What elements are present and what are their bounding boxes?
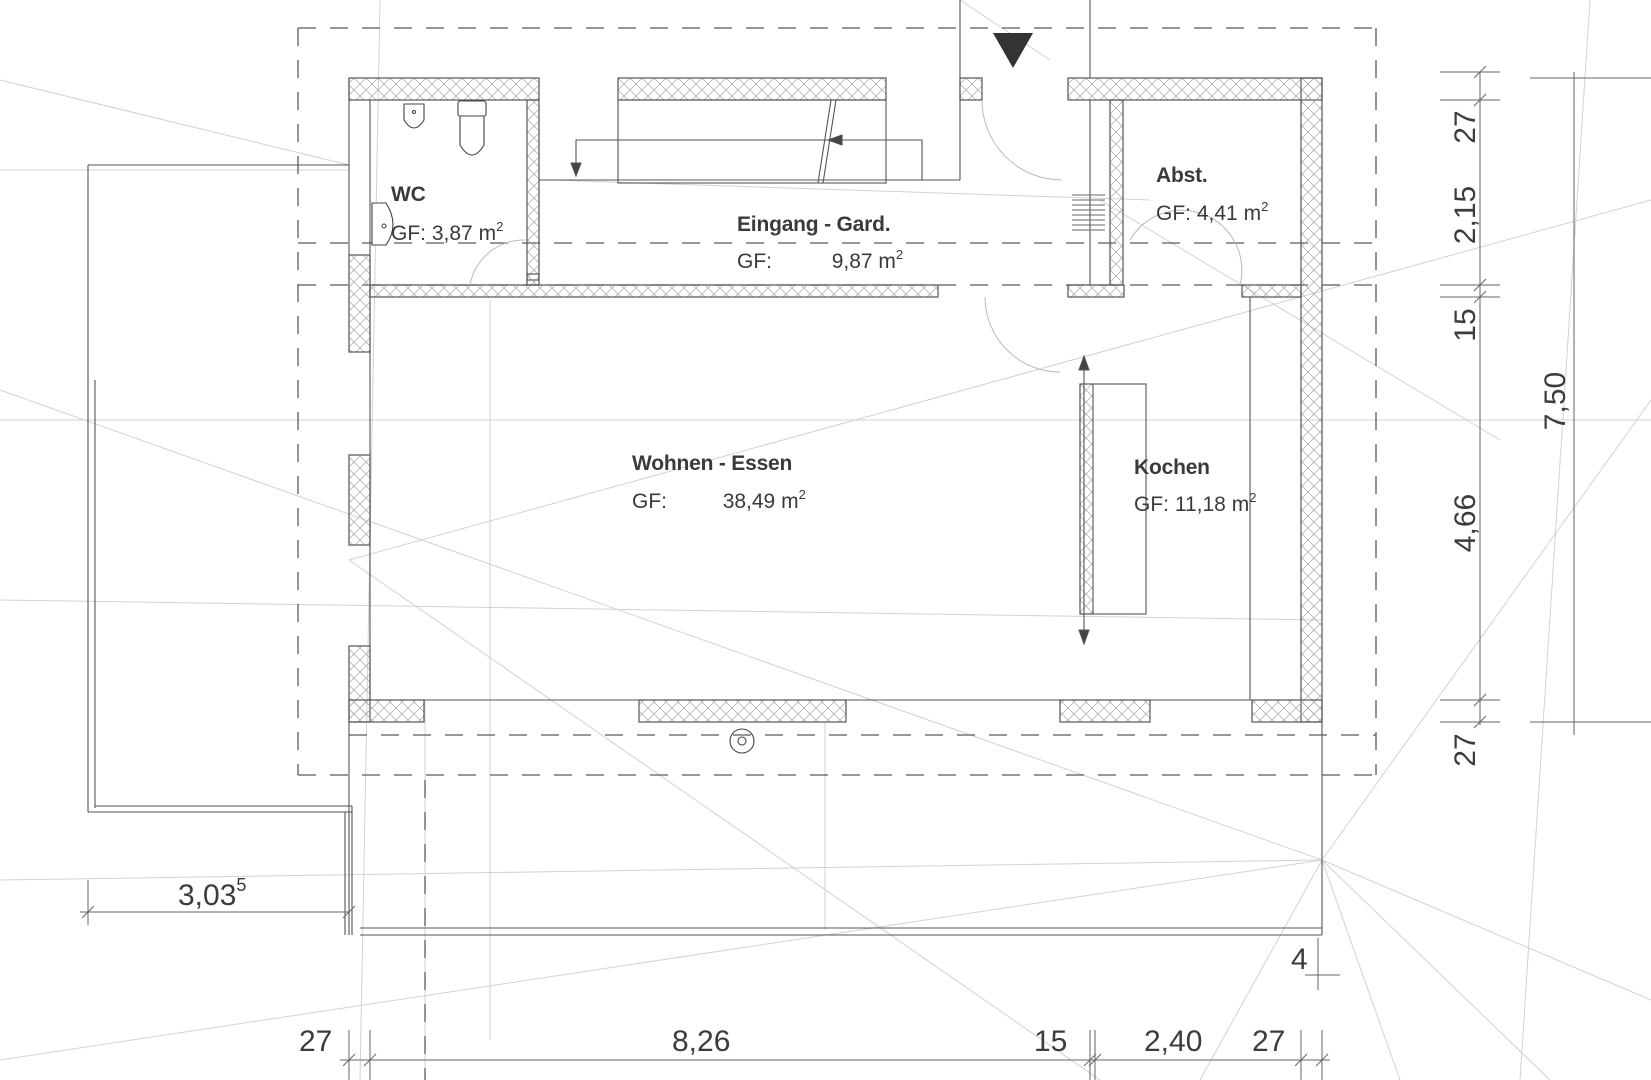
room-name-kochen: Kochen [1134,456,1210,479]
dimension-lines [80,71,1651,1080]
dim-bottom-living: 8,26 [672,1025,731,1058]
inner-lines [87,0,1323,936]
room-area-eingang: GF: 9,87 m2 [737,247,904,273]
door-swings [469,99,1243,373]
dim-bottom-wall-left: 27 [299,1025,333,1058]
room-label-wc: WC [391,183,426,207]
urinal-icon [403,103,425,129]
wardrobe [570,99,923,184]
room-name-wohnen: Wohnen - Essen [632,452,793,475]
room-area-wohnen: GF: 38,49 m2 [632,487,806,513]
dim-right-top-wall: 27 [1449,110,1482,144]
dim-terrace-offset: 4 [1291,943,1308,976]
entrance-triangle-icon [993,33,1033,68]
dim-left-deck: 3,035 [178,875,247,912]
room-area-kochen: GF: 11,18 m2 [1134,490,1257,516]
dim-bottom-kitchen: 2,40 [1144,1025,1203,1058]
dim-bottom-wall-right: 27 [1252,1025,1286,1058]
drain-icon [729,728,755,754]
room-name-eingang: Eingang - Gard. [737,213,891,236]
walls [348,77,1323,723]
toilet-tank-icon [457,100,487,117]
toilet-bowl-icon [459,115,485,156]
room-area-abst: GF: 4,41 m2 [1156,199,1269,225]
room-area-wc: GF: 3,87 m2 [391,219,504,245]
dim-right-bottom-wall: 27 [1449,733,1482,767]
dim-right-living: 4,66 [1449,493,1482,553]
room-name-abst: Abst. [1156,164,1208,187]
dashed-outline [297,27,1377,1080]
dim-right-entrance: 2,15 [1449,185,1482,245]
wc-fixtures [371,100,487,246]
dim-right-total: 7,50 [1539,371,1572,431]
dim-bottom-partition: 15 [1034,1025,1068,1058]
dimension-ticks [81,65,1487,1067]
dim-right-partition: 15 [1449,308,1482,342]
kitchen-counter [1078,354,1147,646]
room-name: WC [391,183,426,206]
radiator [1072,194,1105,231]
